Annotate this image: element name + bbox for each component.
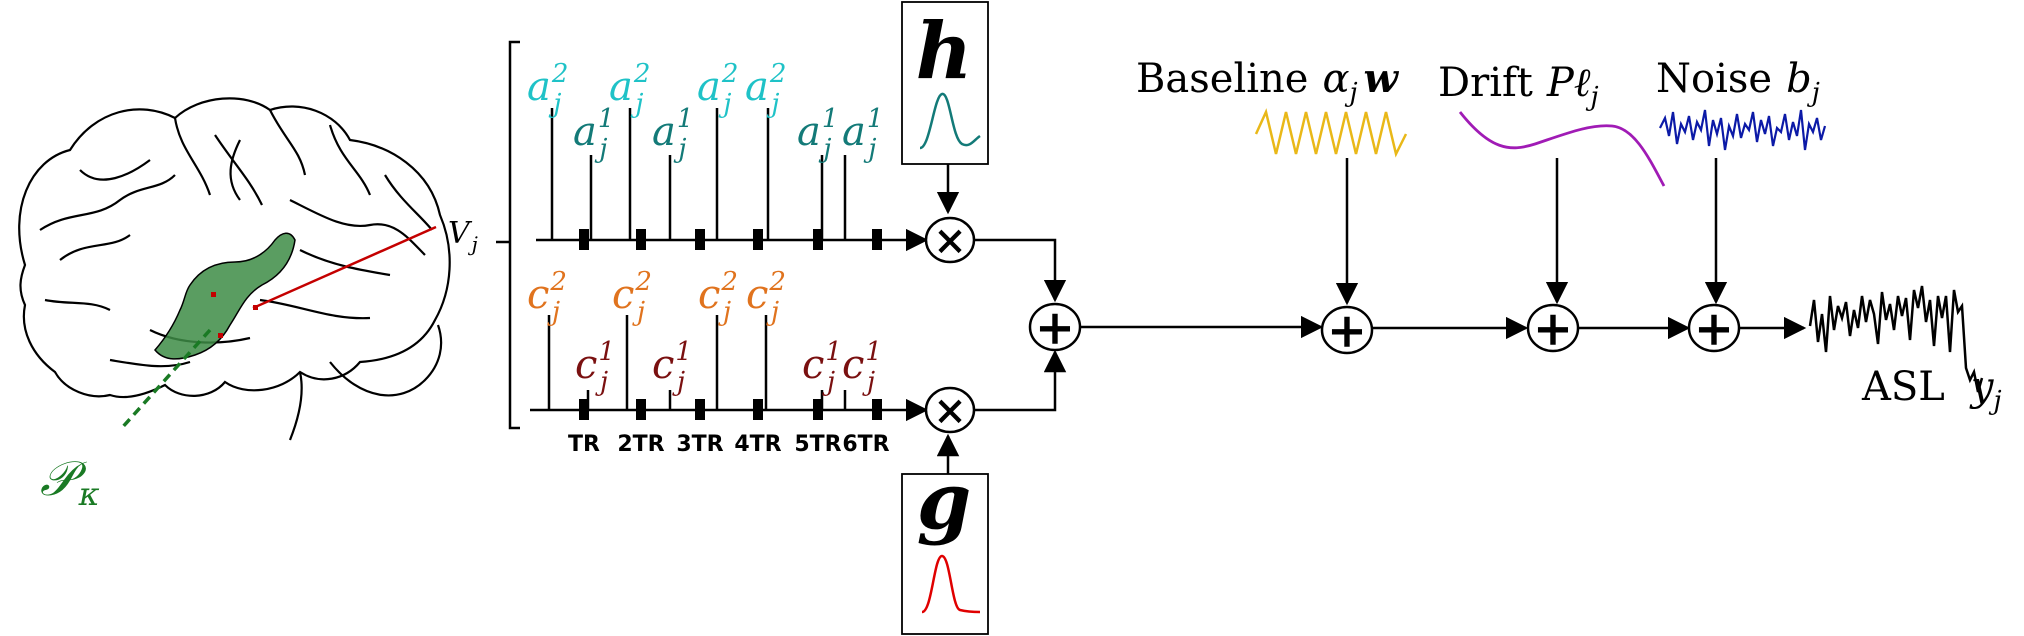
multiply-node-bottom: × <box>924 386 976 434</box>
brain-cerebellum <box>329 324 443 397</box>
sum-node-drift: + <box>1526 301 1580 357</box>
tr-tick <box>695 399 705 420</box>
hrf-box-h: h <box>901 1 989 165</box>
brain-sulcus <box>59 234 131 261</box>
brain-sulcus <box>269 109 307 176</box>
hrf-curve-h <box>919 92 981 150</box>
hrf-symbol-g: g <box>917 456 972 547</box>
brain-outline <box>18 97 451 399</box>
tr-tick <box>872 399 882 420</box>
connector-bottom-to-sum <box>974 349 1067 412</box>
hrf-frame <box>901 1 989 165</box>
stimulus-bracket <box>508 40 520 430</box>
brain-region-highlight <box>154 232 296 360</box>
tr-label: 4TR <box>734 432 781 457</box>
brain-sulcus <box>328 124 372 196</box>
voxel-dot <box>218 333 223 338</box>
multiply-node-top: × <box>924 216 976 264</box>
tr-label: 2TR <box>617 432 664 457</box>
noise-signal <box>1659 109 1827 151</box>
svg-text:+: + <box>1533 301 1573 357</box>
brain-sulcus <box>173 117 212 196</box>
svg-text:+: + <box>1035 300 1075 356</box>
brain-sulcus <box>44 298 111 311</box>
hrf-curve-g <box>921 554 981 614</box>
svg-text:+: + <box>1694 301 1734 357</box>
sum-node-noise: + <box>1687 301 1741 357</box>
tr-tick <box>753 229 763 250</box>
brain-sulcus <box>384 174 433 231</box>
hrf-symbol-h: h <box>916 6 973 97</box>
region-pointer-line <box>118 328 212 432</box>
sum-node-1: + <box>1028 300 1082 356</box>
connector-top-to-sum <box>974 238 1067 303</box>
brain-sulcus <box>229 139 241 201</box>
voxel-pointer-line <box>252 225 437 310</box>
hrf-frame <box>901 473 989 635</box>
brain-sulcus <box>39 174 176 231</box>
brain-stem <box>288 371 303 441</box>
tr-tick <box>579 399 589 420</box>
tr-tick <box>813 399 823 420</box>
brain-sulcus <box>79 159 151 181</box>
brain-sulcus <box>259 298 371 320</box>
svg-text:+: + <box>1327 303 1367 359</box>
brain-sulcus <box>214 134 263 206</box>
tr-tick <box>636 229 646 250</box>
tr-tick <box>872 229 882 250</box>
tr-label: 3TR <box>676 432 723 457</box>
brain-illustration <box>18 97 451 441</box>
svg-text:×: × <box>933 217 967 264</box>
hrf-box-g: g <box>901 456 989 635</box>
drift-signal <box>1458 111 1666 187</box>
voxel-dot <box>211 292 216 297</box>
baseline-signal <box>1254 108 1408 158</box>
tr-tick <box>753 399 763 420</box>
tr-label: TR <box>568 432 600 457</box>
tr-tick <box>579 229 589 250</box>
tr-tick <box>695 229 705 250</box>
sum-node-baseline: + <box>1320 303 1374 359</box>
asl-output-signal <box>1808 285 1984 393</box>
brain-sulcus <box>289 199 426 256</box>
tr-label: 5TR <box>794 432 841 457</box>
brain-sulcus <box>109 358 191 368</box>
svg-text:×: × <box>933 387 967 434</box>
tr-tick <box>636 399 646 420</box>
tr-tick <box>813 229 823 250</box>
tr-label: 6TR <box>842 432 889 457</box>
